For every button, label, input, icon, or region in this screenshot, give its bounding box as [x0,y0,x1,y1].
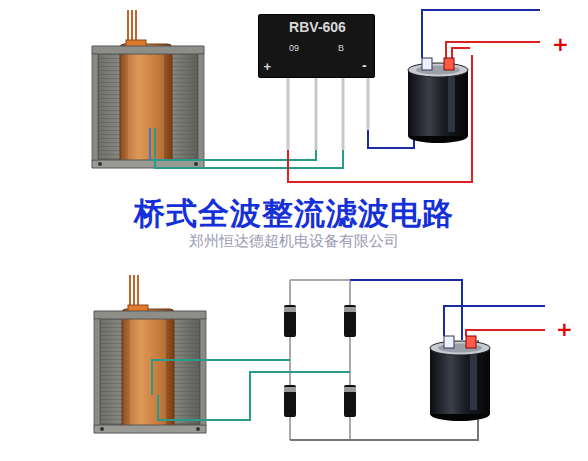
bridge-rectifier: RBV-606 09 B + - [258,14,375,78]
polarity-mark: + [552,32,569,56]
dc-wires [290,280,545,440]
watermark: 郑州恒达德超机电设备有限公司 [189,232,399,251]
rectifier-pins [288,76,368,150]
electrolytic-capacitor [430,336,490,421]
title: 桥式全波整流滤波电路 [0,193,588,235]
marking: + [263,59,271,74]
diode-bridge-wiring [290,280,350,440]
part-number: RBV-606 [289,19,346,35]
polarity-mark: + [556,317,573,341]
ac-wires [152,360,350,420]
marking: B [338,43,344,53]
diode [344,385,356,417]
transformer [94,275,206,433]
diode [284,305,296,337]
diode [284,385,296,417]
marking: - [362,57,367,73]
marking: 09 [289,43,299,53]
diode [344,305,356,337]
electrolytic-capacitor [408,58,468,143]
transformer [92,10,204,168]
ac-wires [150,128,343,168]
